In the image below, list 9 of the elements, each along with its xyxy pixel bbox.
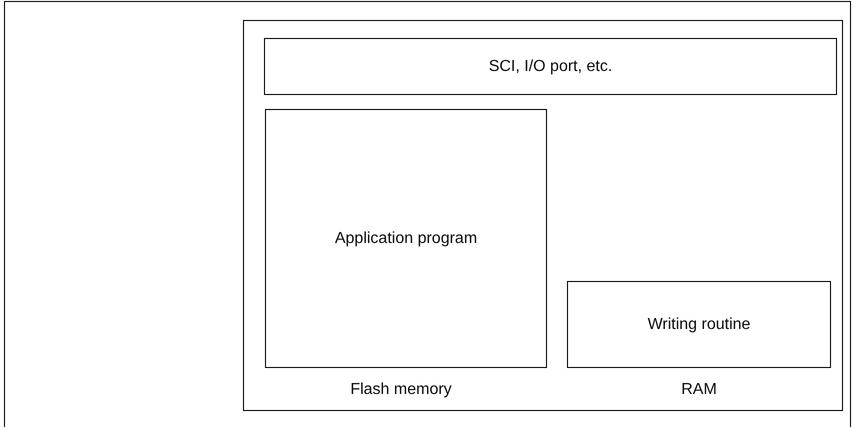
box-label: Writing routine [648,316,750,334]
box-label: Application program [334,230,478,248]
memory-label: RAM [681,381,717,399]
labeled-box [265,109,547,368]
memory-label: Flash memory [350,381,452,399]
box-label: SCI, I/O port, etc. [488,58,612,76]
labeled-box [264,38,837,95]
outer-box [243,20,843,411]
labeled-box [567,281,831,368]
